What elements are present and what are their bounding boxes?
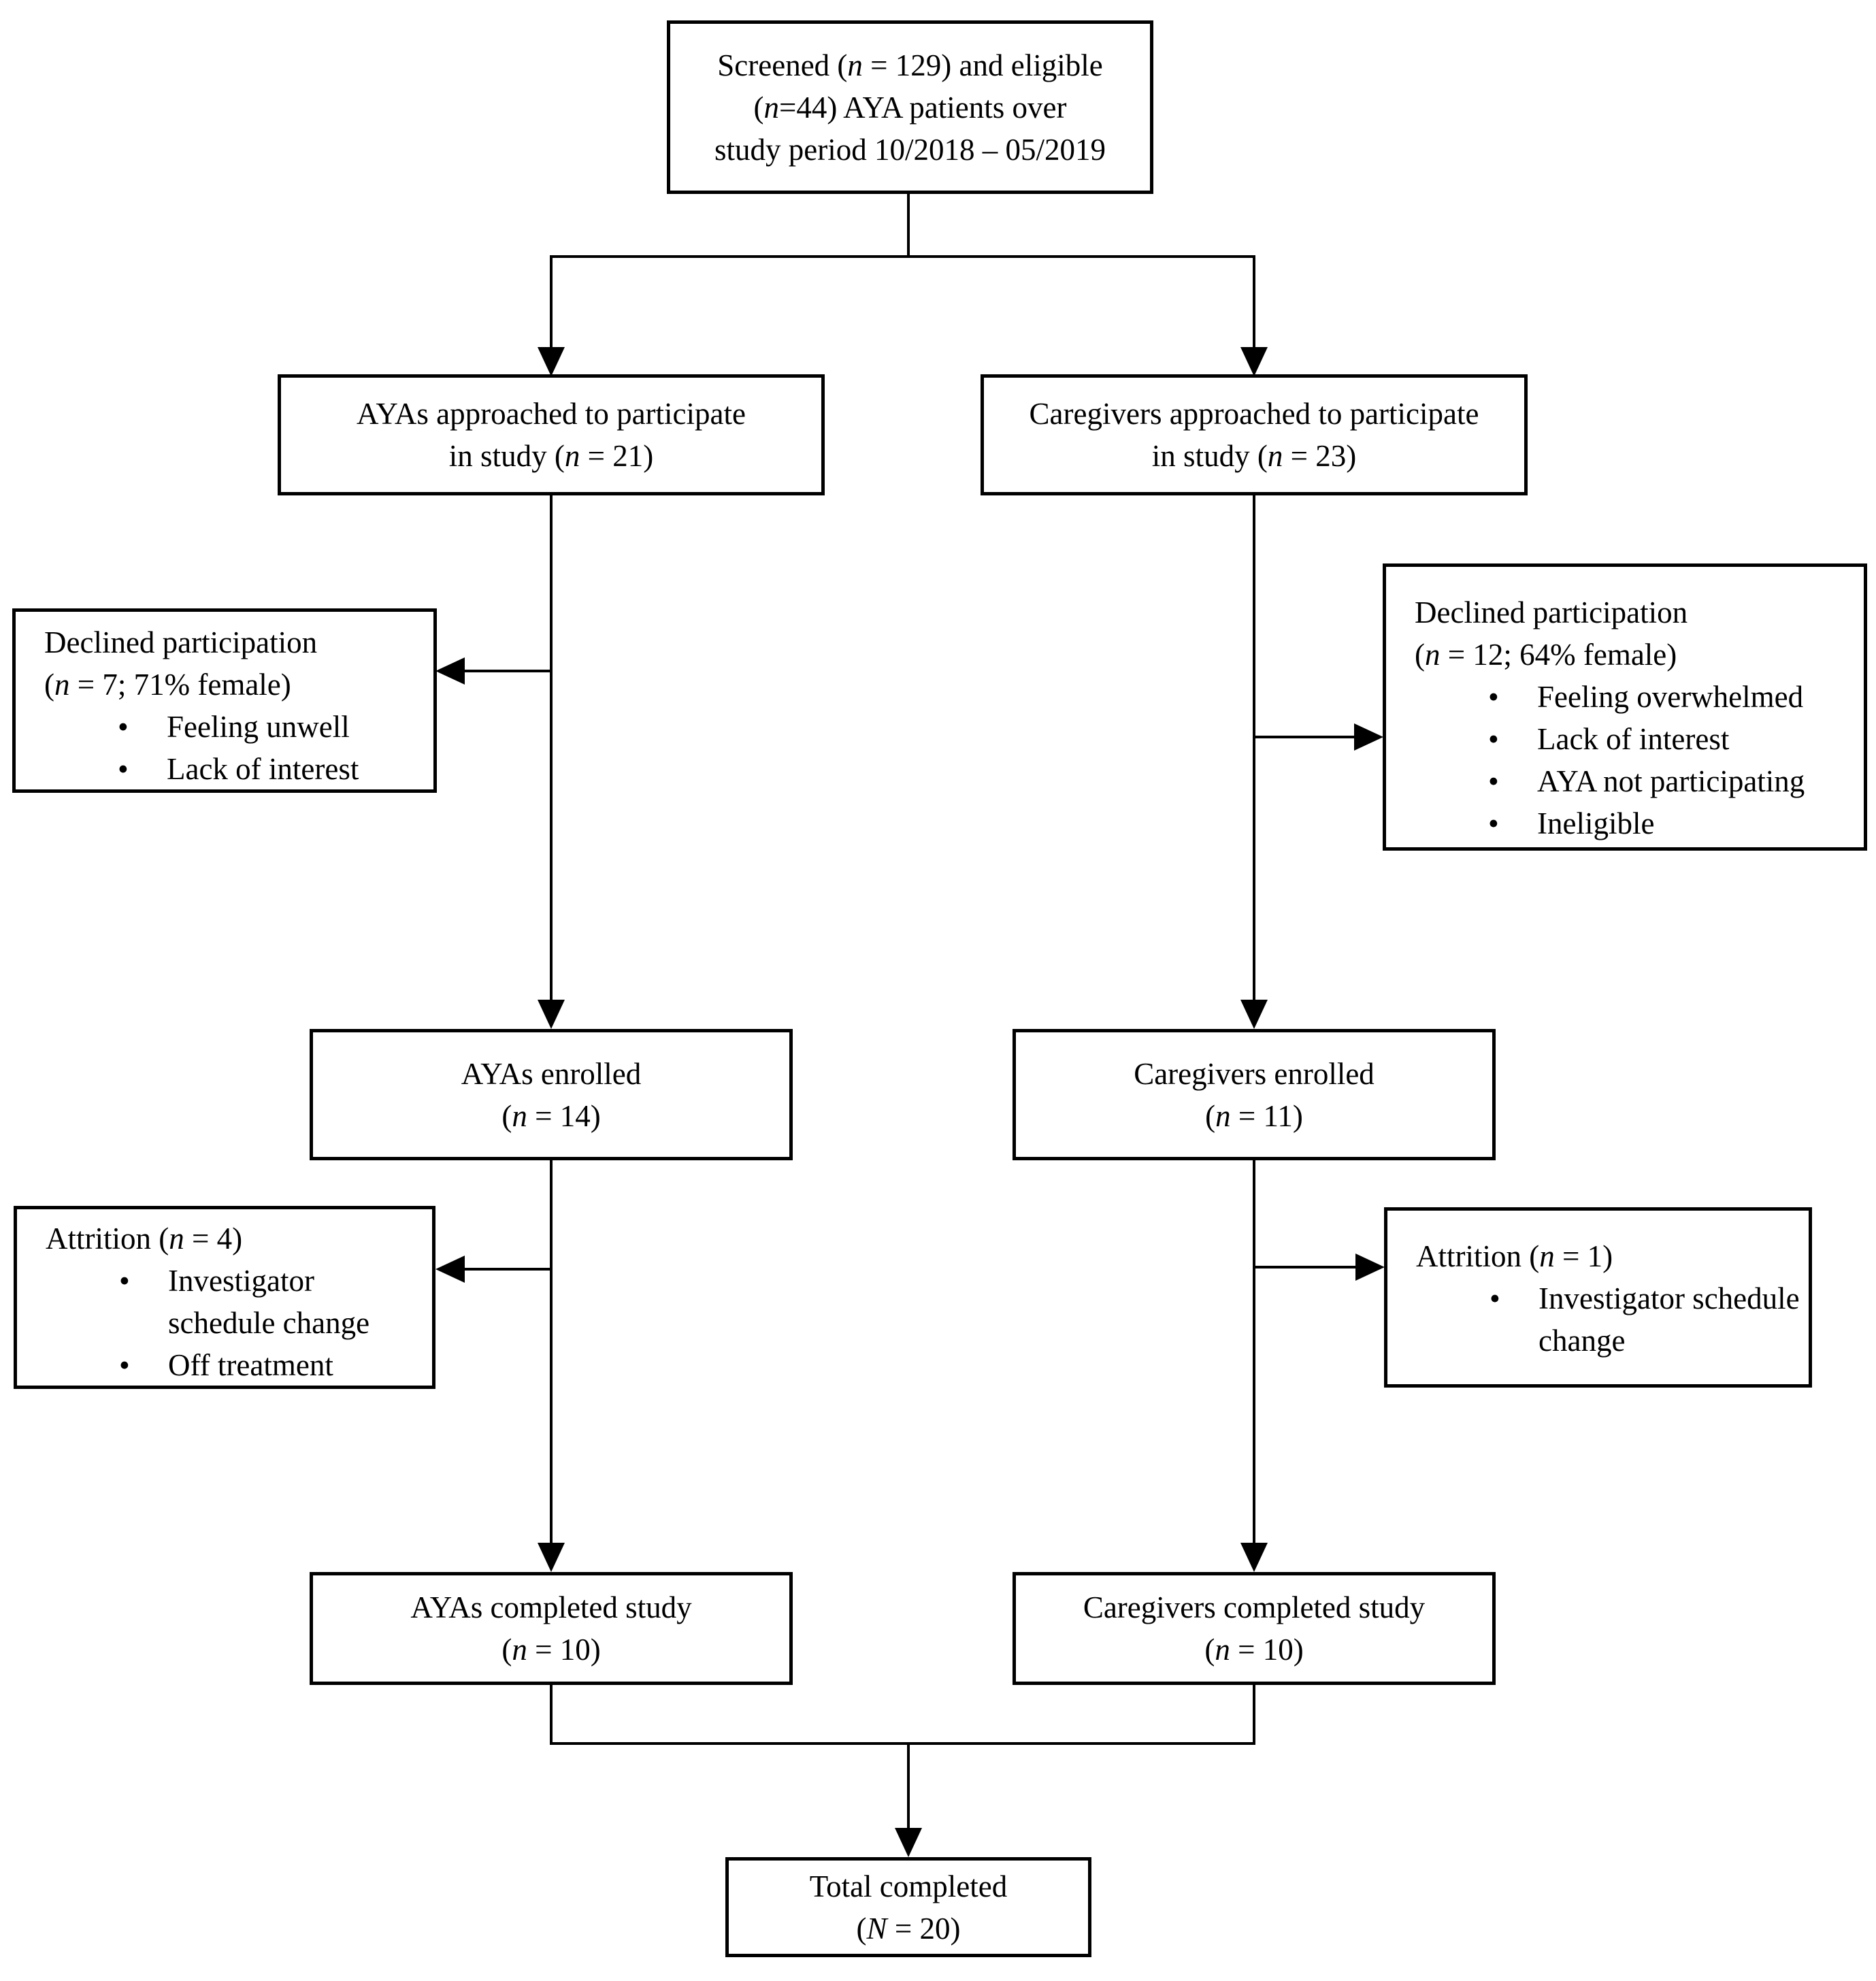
bullet-item: Off treatment [46,1344,427,1386]
connector-right-column [1253,1159,1255,1545]
connector-attrition-left-branch [461,1268,551,1271]
arrowhead-down-icon [1240,347,1268,376]
box-ayas-completed: AYAs completed study (n = 10) [310,1572,793,1685]
connector-merge-bar [550,1742,1255,1745]
bullet-item: AYA not participating [1415,760,1858,802]
box-text-line: AYAs completed study [410,1590,692,1624]
bullet-item: Lack of interest [44,748,428,790]
box-text-line: (n=44) AYA patients over [753,90,1067,125]
box-text-line: (N = 20) [856,1911,961,1946]
arrowhead-left-icon [435,657,465,685]
box-ayas-enrolled: AYAs enrolled (n = 14) [310,1029,793,1160]
connector-top-stem [907,193,910,257]
box-text-line: Caregivers completed study [1083,1590,1426,1624]
box-text-line: (n = 12; 64% female) [1415,638,1677,672]
box-text-line: in study (n = 23) [1151,439,1357,473]
box-ayas-declined: Declined participation (n = 7; 71% femal… [12,608,437,793]
bullet-list: Investigator schedule change Off treatme… [46,1260,427,1386]
arrowhead-left-icon [435,1256,465,1283]
arrowhead-down-icon [538,1000,565,1029]
bullet-list: Feeling unwell Lack of interest [44,706,428,790]
box-text-line: (n = 10) [501,1633,601,1667]
box-text-line: Total completed [809,1869,1008,1903]
box-text-line: Attrition (n = 1) [1416,1239,1613,1273]
connector-declined-left-branch [461,670,551,672]
connector-left-column [550,494,553,1003]
box-text-line: Declined participation [44,625,318,659]
box-text-line: Caregivers enrolled [1134,1056,1375,1091]
connector-right-column [1253,494,1255,1003]
box-caregivers-completed: Caregivers completed study (n = 10) [1013,1572,1496,1685]
connector-merge-left-drop [550,1684,553,1745]
bullet-item: Ineligible [1415,802,1858,845]
box-text-line: Attrition (n = 4) [46,1222,243,1256]
box-screened-eligible: Screened (n = 129) and eligible (n=44) A… [667,20,1153,194]
box-caregivers-attrition: Attrition (n = 1) Investigator schedule … [1384,1207,1812,1388]
box-total-completed: Total completed (N = 20) [725,1857,1091,1957]
bullet-item: Investigator schedule change [46,1260,427,1344]
connector-attrition-right-branch [1255,1266,1358,1268]
box-ayas-attrition: Attrition (n = 4) Investigator schedule … [14,1206,435,1389]
box-caregivers-enrolled: Caregivers enrolled (n = 11) [1013,1029,1496,1160]
arrowhead-down-icon [1240,1543,1268,1572]
box-text-line: AYAs approached to participate [357,397,746,431]
connector-split-right-drop [1253,255,1255,350]
bullet-list: Feeling overwhelmed Lack of interest AYA… [1415,676,1858,845]
box-text-line: Caregivers approached to participate [1029,397,1479,431]
box-ayas-approached: AYAs approached to participate in study … [278,374,825,495]
box-text-line: (n = 14) [501,1098,601,1133]
connector-split-bar [550,255,1255,258]
box-text-line: study period 10/2018 – 05/2019 [714,132,1106,167]
box-text-line: AYAs enrolled [461,1056,642,1091]
box-caregivers-approached: Caregivers approached to participate in … [981,374,1528,495]
bullet-item: Lack of interest [1415,718,1858,760]
box-text-line: Screened (n = 129) and eligible [717,48,1103,82]
arrowhead-down-icon [538,1543,565,1572]
arrowhead-down-icon [895,1828,922,1857]
arrowhead-right-icon [1355,1254,1385,1281]
connector-declined-right-branch [1255,736,1357,738]
bullet-item: Feeling overwhelmed [1415,676,1858,718]
box-text-line: in study (n = 21) [448,439,654,473]
arrowhead-right-icon [1354,723,1383,751]
box-text-line: (n = 11) [1205,1098,1303,1133]
connector-bottom-stem [907,1742,910,1831]
arrowhead-down-icon [538,347,565,376]
connector-split-left-drop [550,255,553,350]
box-caregivers-declined: Declined participation (n = 12; 64% fema… [1383,563,1867,851]
box-text-line: (n = 10) [1204,1633,1304,1667]
bullet-item: Feeling unwell [44,706,428,748]
arrowhead-down-icon [1240,1000,1268,1029]
box-text-line: Declined participation [1415,595,1688,629]
bullet-item: Investigator schedule change [1416,1277,1803,1362]
box-text-line: (n = 7; 71% female) [44,668,291,702]
connector-merge-right-drop [1253,1684,1255,1745]
bullet-list: Investigator schedule change [1416,1277,1803,1362]
connector-left-column [550,1159,553,1545]
